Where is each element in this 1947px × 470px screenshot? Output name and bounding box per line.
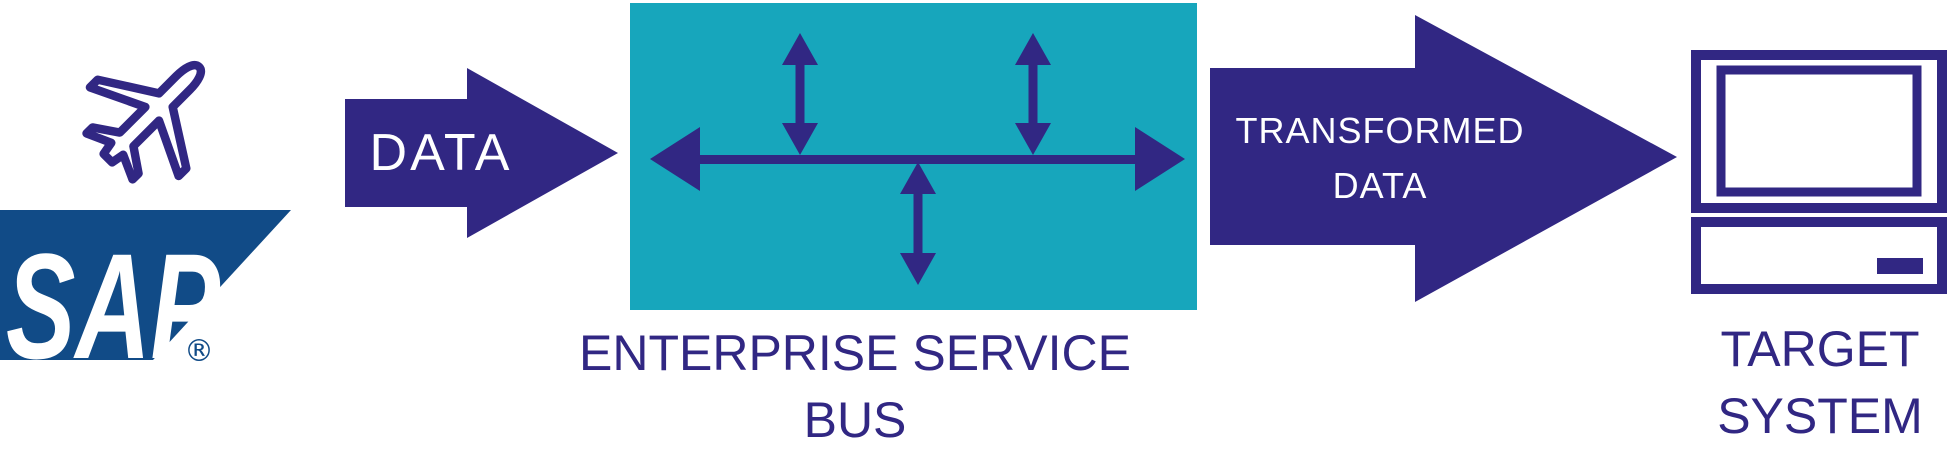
esb-box [630,3,1197,310]
target-caption-line1: TARGET [1720,321,1920,377]
transformed-data-label-line1: TRANSFORMED [1236,110,1525,151]
transformed-data-label-line2: DATA [1333,165,1428,206]
monitor-icon [1691,50,1947,294]
sap-logo: SAP ® [0,210,291,361]
airplane-icon [82,60,206,184]
target-system-caption: TARGET SYSTEM [1520,316,1947,450]
bus-arrows-icon [650,33,1185,285]
data-arrow-label: DATA [370,124,513,182]
transformed-data-arrow-shape [1210,15,1677,302]
esb-caption-line1: ENTERPRISE SERVICE [578,325,1131,381]
data-arrow-shape [345,68,618,238]
data-arrow: DATA [345,68,618,238]
esb-caption: ENTERPRISE SERVICE BUS [505,320,1205,454]
sap-logo-shape [0,210,291,360]
sap-logo-text: SAP [6,222,221,361]
esb-caption-line2: BUS [803,392,907,448]
transformed-data-arrow: TRANSFORMED DATA [1210,15,1677,302]
registered-trademark-symbol: ® [184,334,214,361]
target-caption-line2: SYSTEM [1717,388,1923,444]
